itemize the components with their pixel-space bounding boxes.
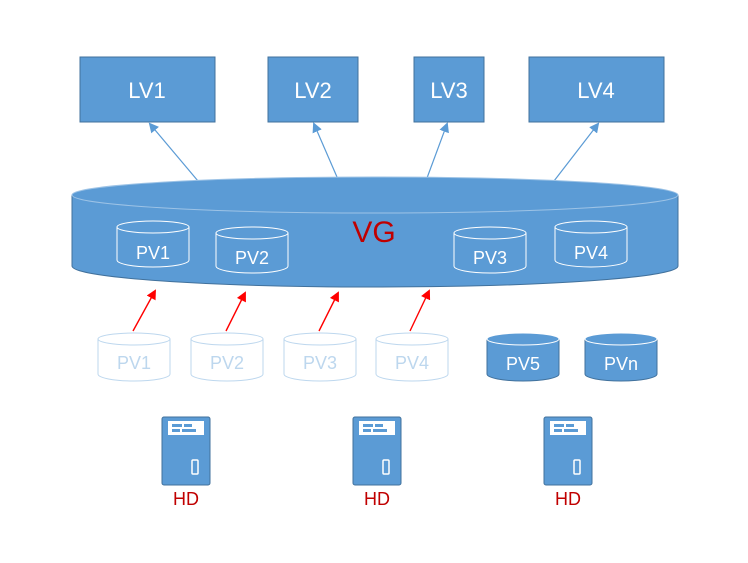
vg-pv-label: PV3 <box>473 248 507 268</box>
vg-pv-cylinder: PV1 <box>116 220 190 268</box>
free-pv-cylinder: PV5 <box>486 332 560 382</box>
hard-disk: HD <box>352 416 402 509</box>
logical-volumes: LV1 LV2 LV3 LV4 <box>79 56 665 123</box>
vg-label: VG <box>352 216 395 249</box>
faded-pv-cylinder: PV3 <box>283 332 357 382</box>
free-pv-label: PVn <box>604 354 638 374</box>
lv-box: LV2 <box>267 56 359 123</box>
lv-box: LV4 <box>528 56 665 123</box>
red-arrow <box>132 289 156 332</box>
hd-label: HD <box>364 489 390 509</box>
arrow-to-lv4 <box>553 122 600 182</box>
faded-pv-cylinder: PV1 <box>97 332 171 382</box>
vg-pv-cylinder: PV4 <box>554 220 628 268</box>
vg-pv-label: PV4 <box>574 243 608 263</box>
faded-pv-label: PV1 <box>117 353 151 373</box>
free-pvs: PV5 PVn <box>486 332 658 382</box>
hard-disks: HD HD HD <box>161 416 593 509</box>
faded-pv-label: PV2 <box>210 353 244 373</box>
server-icon <box>161 416 211 486</box>
faded-pv-cylinder: PV2 <box>190 332 264 382</box>
hd-label: HD <box>173 489 199 509</box>
vg-to-lv-arrows <box>148 122 600 182</box>
lv-label: LV3 <box>430 78 468 103</box>
faded-pv-cylinder: PV4 <box>375 332 449 382</box>
lv-label: LV4 <box>577 78 615 103</box>
lv-label: LV2 <box>294 78 332 103</box>
server-icon <box>543 416 593 486</box>
pv-to-vg-arrows <box>132 289 431 332</box>
arrow-to-lv1 <box>148 122 199 182</box>
arrow-to-lv3 <box>426 122 449 179</box>
free-pv-label: PV5 <box>506 354 540 374</box>
faded-pv-label: PV3 <box>303 353 337 373</box>
red-arrow <box>318 291 339 332</box>
vg-pv-label: PV2 <box>235 248 269 268</box>
hard-disk: HD <box>161 416 211 509</box>
red-arrow <box>225 291 246 332</box>
red-arrow <box>409 289 431 332</box>
faded-pv-label: PV4 <box>395 353 429 373</box>
faded-pvs: PV1 PV2 PV3 PV4 <box>97 332 449 382</box>
volume-group: VG PV1 PV2 PV3 PV4 <box>71 176 679 288</box>
vg-pv-cylinder: PV2 <box>215 226 289 274</box>
hard-disk: HD <box>543 416 593 509</box>
lv-box: LV3 <box>413 56 485 123</box>
vg-pv-label: PV1 <box>136 243 170 263</box>
lv-box: LV1 <box>79 56 216 123</box>
arrow-to-lv2 <box>312 122 338 178</box>
server-icon <box>352 416 402 486</box>
lv-label: LV1 <box>128 78 166 103</box>
hd-label: HD <box>555 489 581 509</box>
free-pv-cylinder: PVn <box>584 332 658 382</box>
vg-pv-cylinder: PV3 <box>453 226 527 274</box>
